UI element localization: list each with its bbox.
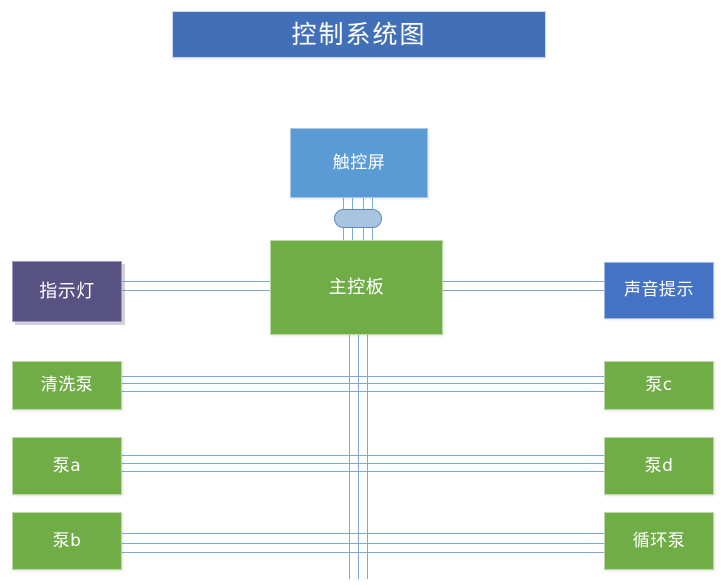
wire-bus-row3-line2 bbox=[120, 543, 606, 544]
node-pump-d[interactable]: 泵d bbox=[604, 437, 714, 495]
node-main-board[interactable]: 主控板 bbox=[270, 240, 443, 335]
node-indicator-lamp[interactable]: 指示灯 bbox=[12, 261, 122, 322]
wire-bus-row1-line3 bbox=[120, 391, 606, 392]
wire-main-bus-vertical-3 bbox=[367, 334, 368, 579]
cable-connector bbox=[334, 209, 382, 228]
wire-bus-row1-line2 bbox=[120, 383, 606, 384]
wire-bus-row1-line1 bbox=[120, 376, 606, 377]
wire-main-to-sound-1 bbox=[442, 281, 605, 282]
node-wash-pump[interactable]: 清洗泵 bbox=[12, 361, 122, 410]
wire-main-bus-vertical-2 bbox=[358, 334, 359, 579]
node-pump-c[interactable]: 泵c bbox=[604, 361, 714, 410]
wire-bus-row2-line1 bbox=[120, 455, 606, 456]
diagram-title: 控制系统图 bbox=[172, 11, 546, 58]
wire-main-bus-vertical-1 bbox=[349, 334, 350, 579]
wire-bus-row2-line2 bbox=[120, 463, 606, 464]
node-pump-b[interactable]: 泵b bbox=[12, 512, 122, 570]
wire-bus-row3-line1 bbox=[120, 533, 606, 534]
wire-lamp-to-main-1 bbox=[120, 281, 272, 282]
wire-bus-row2-line3 bbox=[120, 471, 606, 472]
node-sound-prompt[interactable]: 声音提示 bbox=[604, 262, 714, 319]
node-touch-panel[interactable]: 触控屏 bbox=[290, 128, 428, 198]
wire-lamp-to-main-2 bbox=[120, 290, 272, 291]
wire-bus-row3-line3 bbox=[120, 552, 606, 553]
node-circulation-pump[interactable]: 循环泵 bbox=[604, 512, 714, 570]
wire-main-to-sound-2 bbox=[442, 290, 605, 291]
node-pump-a[interactable]: 泵a bbox=[12, 437, 122, 495]
